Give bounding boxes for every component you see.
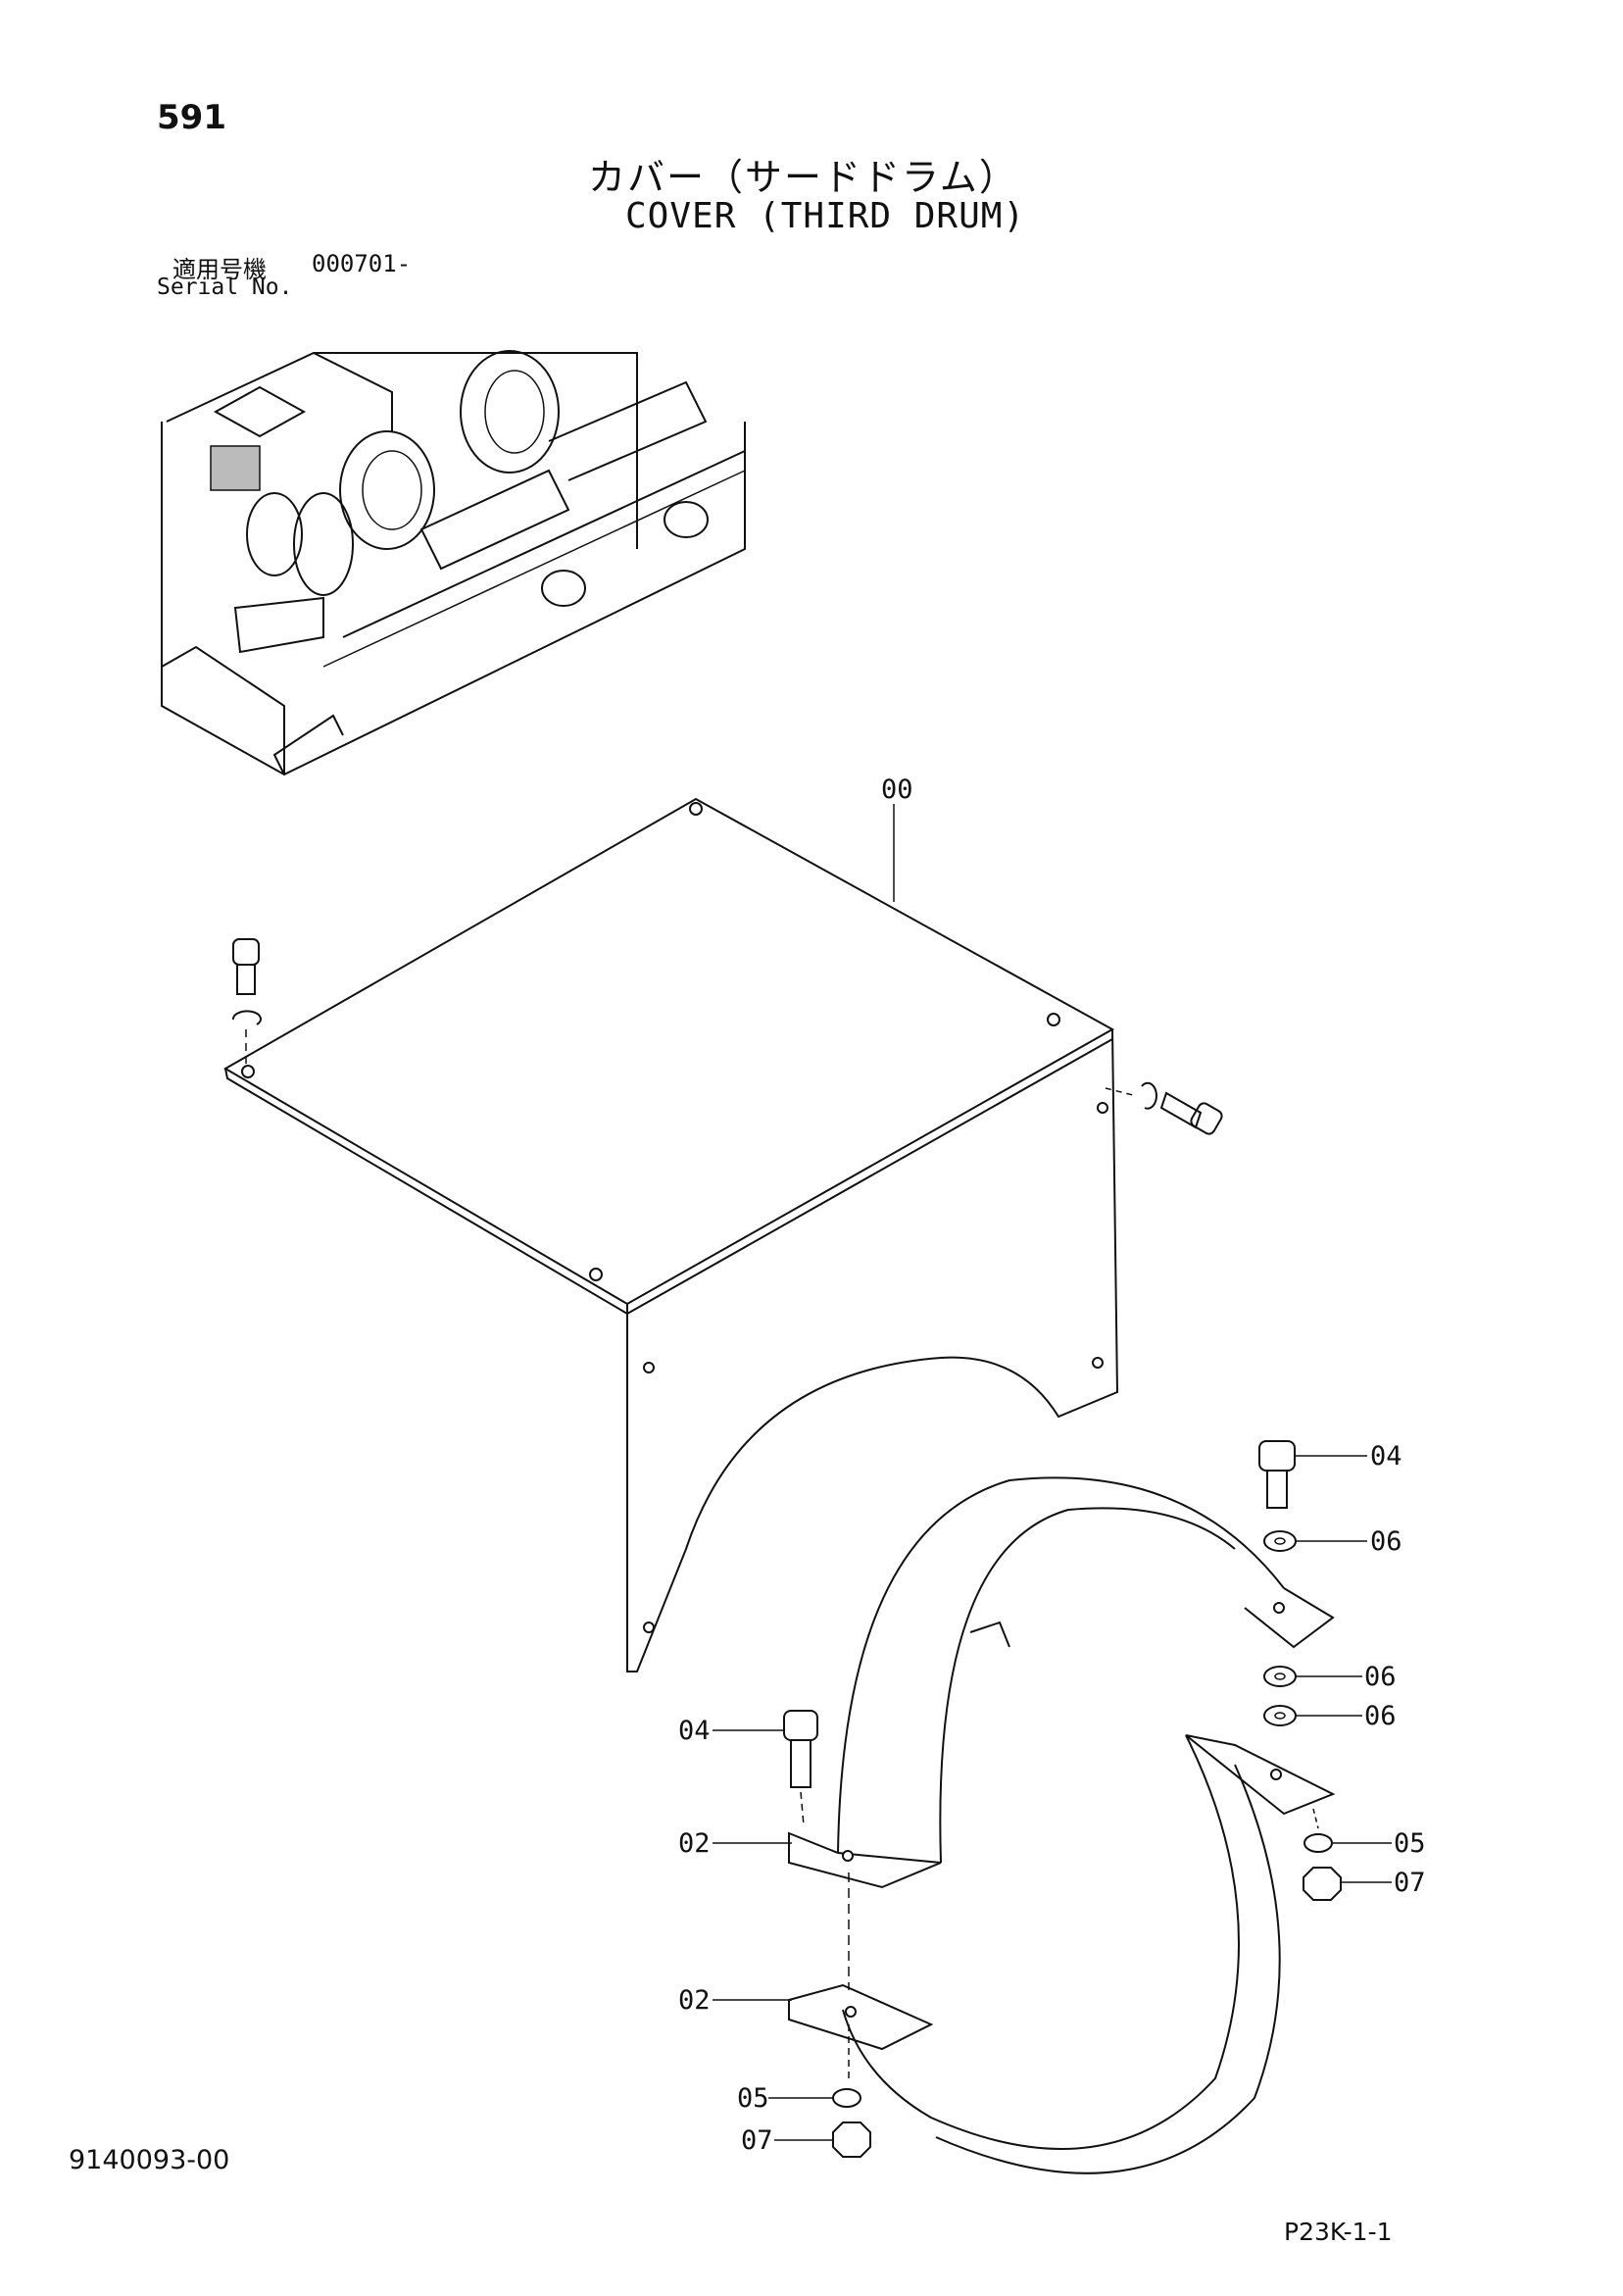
- cover-bolt-side: [1105, 1081, 1223, 1135]
- cover-top-panel: [223, 797, 1115, 1316]
- callout-04-bolt-right: 04: [1370, 1441, 1402, 1472]
- cover-bolt-top-left: [231, 938, 262, 1064]
- bolt-04-right: [1258, 1440, 1367, 1509]
- bolt-04-left: [713, 1710, 818, 1826]
- cover-side-panel: [626, 1028, 1119, 1672]
- location-inset-drawing: [161, 350, 746, 776]
- serial-label-japanese: 適用号機: [172, 256, 267, 283]
- callout-00: 00: [881, 774, 913, 805]
- page-title-japanese: カバー（サードドラム）: [588, 156, 1018, 199]
- page-title-english: COVER (THIRD DRUM): [625, 196, 1026, 236]
- page-code: P23K-1-1: [1284, 2218, 1393, 2246]
- callout-06-washer-3: 06: [1364, 1701, 1397, 1731]
- callout-05-washer-right: 05: [1394, 1828, 1426, 1859]
- callout-07-nut-right: 07: [1394, 1868, 1426, 1898]
- band-upper: [788, 1476, 1335, 1889]
- washer-06-group: [1263, 1530, 1367, 1726]
- page-number: 591: [157, 98, 226, 137]
- callout-05-washer-left: 05: [737, 2083, 769, 2114]
- callout-06-washer-1: 06: [1370, 1526, 1402, 1557]
- document-number: 9140093-00: [69, 2145, 230, 2175]
- serial-number-value: 000701-: [312, 250, 412, 277]
- callout-04-bolt-left: 04: [678, 1716, 711, 1746]
- callout-07-nut-left: 07: [741, 2125, 773, 2156]
- washer-nut-left: [768, 2024, 871, 2158]
- callout-02-band-lower: 02: [678, 1985, 711, 2016]
- washer-nut-right: [1303, 1808, 1392, 1901]
- callout-06-washer-2: 06: [1364, 1662, 1397, 1692]
- serial-label-english: Serial No.: [157, 275, 293, 300]
- callout-02-band-upper: 02: [678, 1828, 711, 1859]
- band-lower: [788, 1734, 1336, 2174]
